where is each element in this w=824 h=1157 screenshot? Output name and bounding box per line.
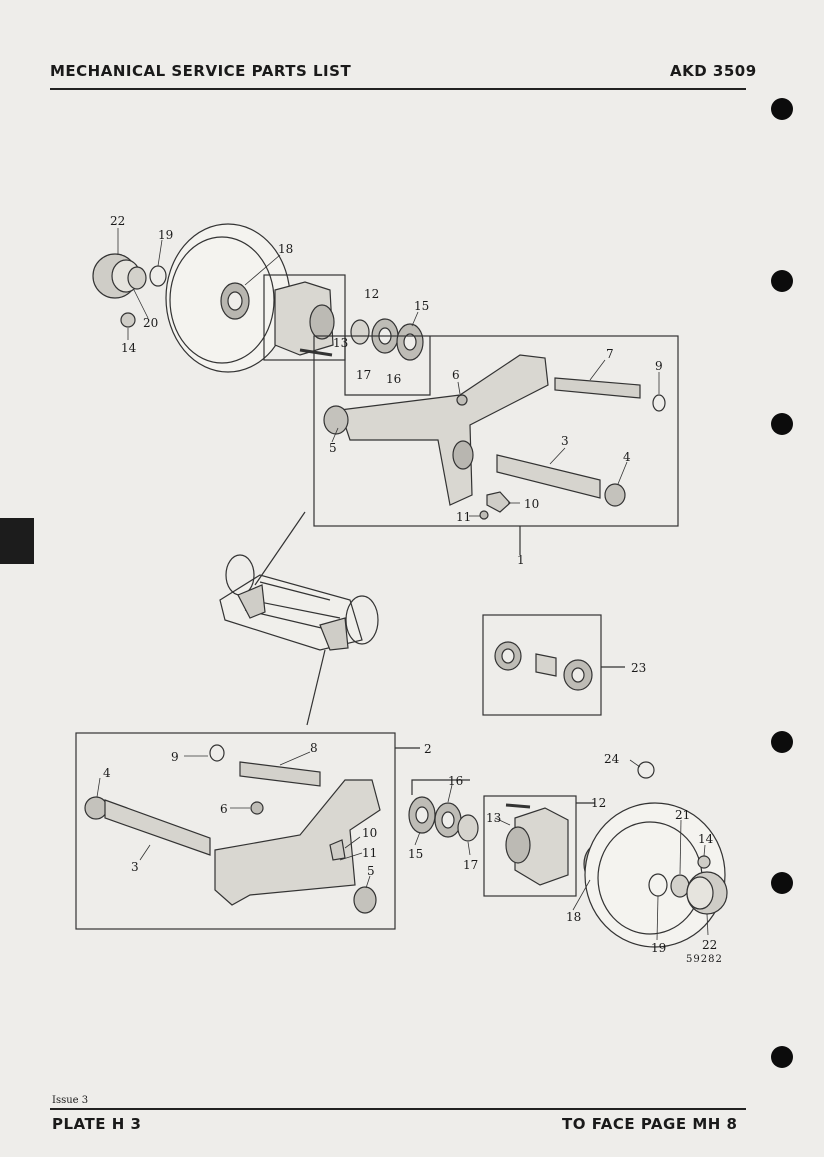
callout-top-18: 18 xyxy=(278,242,294,256)
callout-top-14: 14 xyxy=(121,341,137,355)
callout-top-12: 12 xyxy=(364,287,380,301)
callout-bottom-22: 22 xyxy=(702,938,718,952)
callout-bottom-8: 8 xyxy=(310,741,318,755)
callout-bottom-12: 12 xyxy=(591,796,607,810)
callout-middle-23: 23 xyxy=(631,661,647,675)
binder-hole-4 xyxy=(771,731,793,753)
figure-reference-number: 59282 xyxy=(686,954,723,965)
binder-hole-6 xyxy=(771,1046,793,1068)
binder-hole-3 xyxy=(771,413,793,435)
callout-bottom-24: 24 xyxy=(604,752,620,766)
binder-hole-2 xyxy=(771,270,793,292)
callout-top-13: 13 xyxy=(333,336,349,350)
issue-number: Issue 3 xyxy=(52,1095,89,1106)
callout-bottom-15: 15 xyxy=(408,847,424,861)
callout-top-6: 6 xyxy=(452,368,460,382)
callout-bottom-17: 17 xyxy=(463,858,479,872)
callout-top-1: 1 xyxy=(517,553,525,567)
face-page-label: TO FACE PAGE MH 8 xyxy=(562,1115,738,1133)
callout-top-22: 22 xyxy=(110,214,126,228)
callout-top-5: 5 xyxy=(329,441,337,455)
callout-bottom-4: 4 xyxy=(103,766,111,780)
callout-top-19: 19 xyxy=(158,228,174,242)
callout-top-4: 4 xyxy=(623,450,631,464)
callout-top-15: 15 xyxy=(414,299,430,313)
section-tab-marker xyxy=(0,518,34,564)
callout-bottom-6: 6 xyxy=(220,802,228,816)
callout-bottom-2: 2 xyxy=(424,742,432,756)
document-title: MECHANICAL SERVICE PARTS LIST xyxy=(50,62,352,80)
document-code: AKD 3509 xyxy=(670,62,757,80)
callout-top-3: 3 xyxy=(561,434,569,448)
callout-bottom-10: 10 xyxy=(362,826,378,840)
callout-bottom-18: 18 xyxy=(566,910,582,924)
header-rule xyxy=(50,88,746,90)
callout-bottom-11: 11 xyxy=(362,846,378,860)
callout-bottom-16: 16 xyxy=(448,774,464,788)
binder-hole-5 xyxy=(771,872,793,894)
callout-bottom-21: 21 xyxy=(675,808,691,822)
binder-hole-1 xyxy=(771,98,793,120)
callout-bottom-3: 3 xyxy=(131,860,139,874)
footer-rule xyxy=(50,1108,746,1110)
callout-bottom-9: 9 xyxy=(171,750,179,764)
callout-top-11: 11 xyxy=(456,510,472,524)
callout-bottom-5: 5 xyxy=(367,864,375,878)
callout-bottom-19: 19 xyxy=(651,941,667,955)
callout-bottom-14: 14 xyxy=(698,832,714,846)
plate-label: PLATE H 3 xyxy=(52,1115,142,1133)
callout-top-10: 10 xyxy=(524,497,540,511)
callout-top-17: 17 xyxy=(356,368,372,382)
callout-top-7: 7 xyxy=(606,347,614,361)
callout-bottom-13: 13 xyxy=(486,811,502,825)
callout-top-16: 16 xyxy=(386,372,402,386)
callout-top-9: 9 xyxy=(655,359,663,373)
callout-top-20: 20 xyxy=(143,316,159,330)
